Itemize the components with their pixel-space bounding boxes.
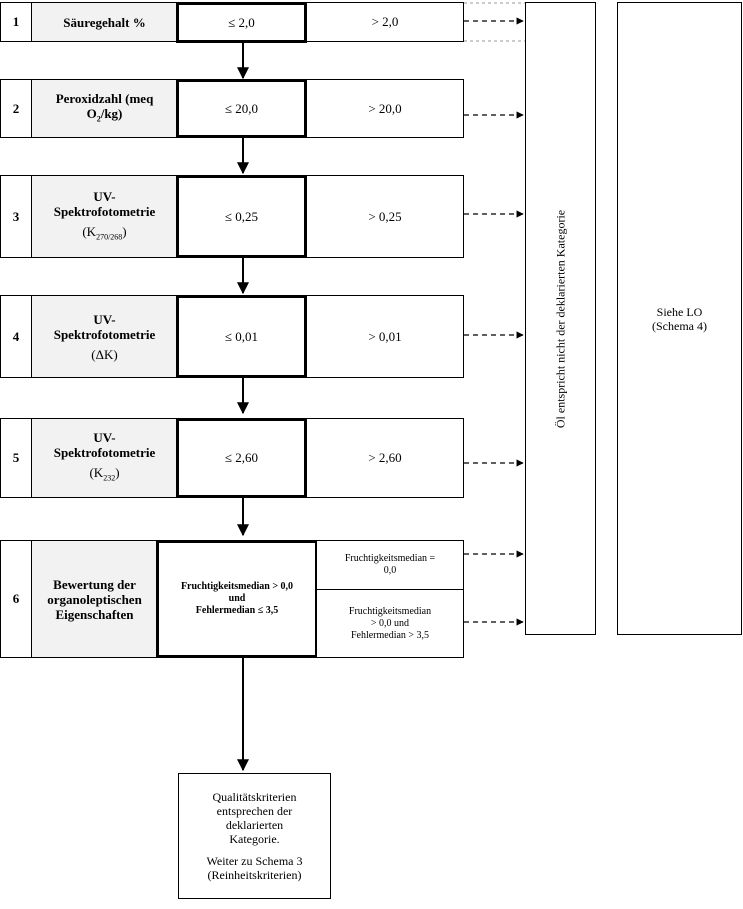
row-4-pass-box: ≤ 0,01 xyxy=(176,295,307,378)
row-2-label: Peroxidzahl (meq O2/kg) xyxy=(31,79,178,138)
row-3-label: UV- Spektrofotometrie (K270/268) xyxy=(31,175,178,258)
row-6-fail-a-box: Fruchtigkeitsmedian = 0,0 xyxy=(316,540,464,590)
row-1-fail-box: > 2,0 xyxy=(306,2,464,42)
row-4-number: 4 xyxy=(0,295,32,378)
result-box: Qualitätskriterien entsprechen der dekla… xyxy=(178,773,331,899)
row-2-number: 2 xyxy=(0,79,32,138)
row-5-fail-box: > 2,60 xyxy=(306,418,464,498)
row-4-fail-box: > 0,01 xyxy=(306,295,464,378)
row-5-number: 5 xyxy=(0,418,32,498)
row-3-pass-box: ≤ 0,25 xyxy=(176,175,307,258)
row-1-label: Säuregehalt % xyxy=(31,2,178,42)
row-2-pass-box: ≤ 20,0 xyxy=(176,79,307,138)
row-3-fail-box: > 0,25 xyxy=(306,175,464,258)
row-6-fail-b-box: Fruchtigkeitsmedian > 0,0 und Fehlermedi… xyxy=(316,589,464,658)
row-3-number: 3 xyxy=(0,175,32,258)
row-6-label: Bewertung der organoleptischen Eigenscha… xyxy=(31,540,158,658)
row-1-pass-box: ≤ 2,0 xyxy=(176,2,307,43)
row-6-number: 6 xyxy=(0,540,32,658)
not-category-label: Öl entspricht nicht der deklarierten Kat… xyxy=(553,209,567,428)
not-category-column: Öl entspricht nicht der deklarierten Kat… xyxy=(525,2,596,635)
row-2-fail-box: > 20,0 xyxy=(306,79,464,138)
row-5-pass-box: ≤ 2,60 xyxy=(176,418,307,498)
row-4-label: UV- Spektrofotometrie (ΔK) xyxy=(31,295,178,378)
see-lo-column: Siehe LO (Schema 4) xyxy=(617,2,742,635)
row-6-pass-box: Fruchtigkeitsmedian > 0,0 und Fehlermedi… xyxy=(156,540,318,658)
row-1-number: 1 xyxy=(0,2,32,42)
row-5-label: UV- Spektrofotometrie (K232) xyxy=(31,418,178,498)
